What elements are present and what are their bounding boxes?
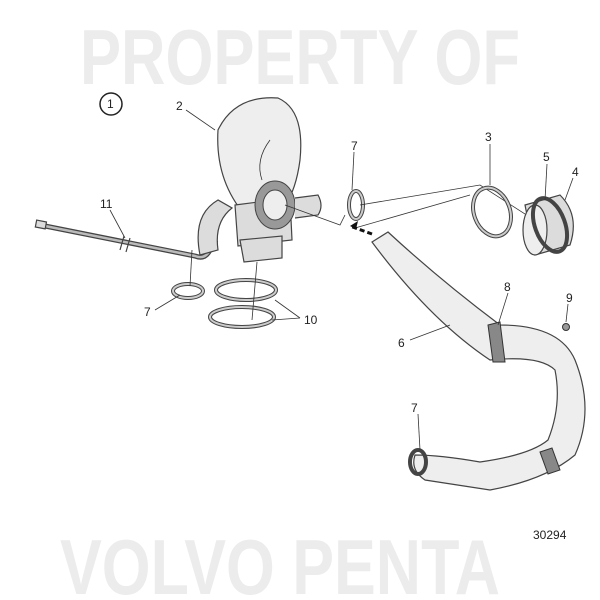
watermark: PROPERTY OF VOLVO PENTA bbox=[60, 13, 520, 600]
part-6-hose bbox=[371, 231, 586, 491]
callout-5: 5 bbox=[543, 150, 550, 164]
part-5-clamp bbox=[530, 196, 570, 254]
callout-11: 11 bbox=[100, 197, 113, 211]
callout-6: 6 bbox=[398, 336, 405, 350]
callout-3: 3 bbox=[485, 130, 492, 144]
callout-7-lower: 7 bbox=[411, 401, 418, 415]
part-7-clamp-left bbox=[171, 282, 205, 300]
callout-7-upper: 7 bbox=[351, 139, 358, 153]
diagram-id: 30294 bbox=[533, 528, 567, 542]
callout-8: 8 bbox=[504, 280, 511, 294]
callout-7-left: 7 bbox=[144, 305, 151, 319]
watermark-line1: PROPERTY OF bbox=[80, 13, 520, 101]
part-3-clamp bbox=[471, 185, 513, 239]
callout-10: 10 bbox=[304, 313, 318, 327]
leader-lines bbox=[109, 109, 574, 451]
view-circle bbox=[99, 92, 123, 116]
callout-2: 2 bbox=[176, 99, 183, 113]
part-7-clamp-upper bbox=[347, 189, 365, 221]
part-11-sensor-cable bbox=[34, 219, 219, 260]
callout-labels: 1 2 7 3 5 4 11 7 10 6 8 9 7 30294 bbox=[99, 92, 579, 542]
part-2-elbow bbox=[197, 97, 322, 263]
part-10-clamps bbox=[208, 278, 278, 329]
callout-view: 1 bbox=[107, 97, 114, 111]
part-7-clamp-lower bbox=[408, 448, 428, 476]
callout-4: 4 bbox=[572, 165, 579, 179]
watermark-line2: VOLVO PENTA bbox=[60, 523, 500, 600]
callout-9: 9 bbox=[566, 291, 573, 305]
